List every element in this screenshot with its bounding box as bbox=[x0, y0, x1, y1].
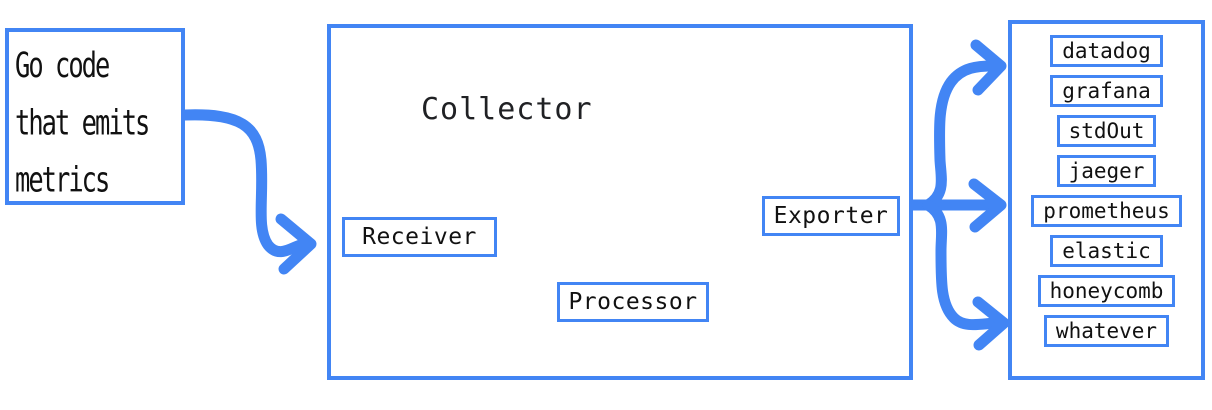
exporter-box: Exporter bbox=[762, 196, 900, 236]
destination-item: prometheus bbox=[1031, 195, 1182, 227]
receiver-box: Receiver bbox=[342, 217, 497, 257]
destination-label: jaeger bbox=[1068, 159, 1145, 183]
source-box: Go code that emits metrics bbox=[5, 28, 185, 205]
source-label: Go code that emits metrics bbox=[15, 45, 150, 201]
destination-label: whatever bbox=[1055, 319, 1158, 343]
destination-item: honeycomb bbox=[1037, 275, 1176, 307]
destination-item: datadog bbox=[1050, 35, 1163, 67]
collector-title: Collector bbox=[421, 92, 593, 127]
destination-label: grafana bbox=[1062, 79, 1151, 103]
receiver-label: Receiver bbox=[362, 224, 477, 250]
destination-item: stdOut bbox=[1056, 115, 1157, 147]
destination-label: prometheus bbox=[1043, 199, 1170, 223]
destination-label: stdOut bbox=[1068, 119, 1145, 143]
connector-source-to-collector bbox=[179, 109, 317, 275]
destination-item: elastic bbox=[1050, 235, 1163, 267]
connector-exporter-fanout bbox=[894, 39, 1010, 351]
destination-label: datadog bbox=[1062, 39, 1151, 63]
destination-item: jaeger bbox=[1056, 155, 1157, 187]
destination-item: whatever bbox=[1043, 315, 1170, 347]
processor-box: Processor bbox=[557, 282, 709, 322]
destination-label: elastic bbox=[1062, 239, 1151, 263]
processor-label: Processor bbox=[568, 289, 698, 315]
destinations-box: datadog grafana stdOut jaeger prometheus… bbox=[1008, 20, 1205, 380]
destination-item: grafana bbox=[1050, 75, 1163, 107]
exporter-label: Exporter bbox=[773, 203, 889, 229]
destination-label: honeycomb bbox=[1049, 279, 1164, 303]
